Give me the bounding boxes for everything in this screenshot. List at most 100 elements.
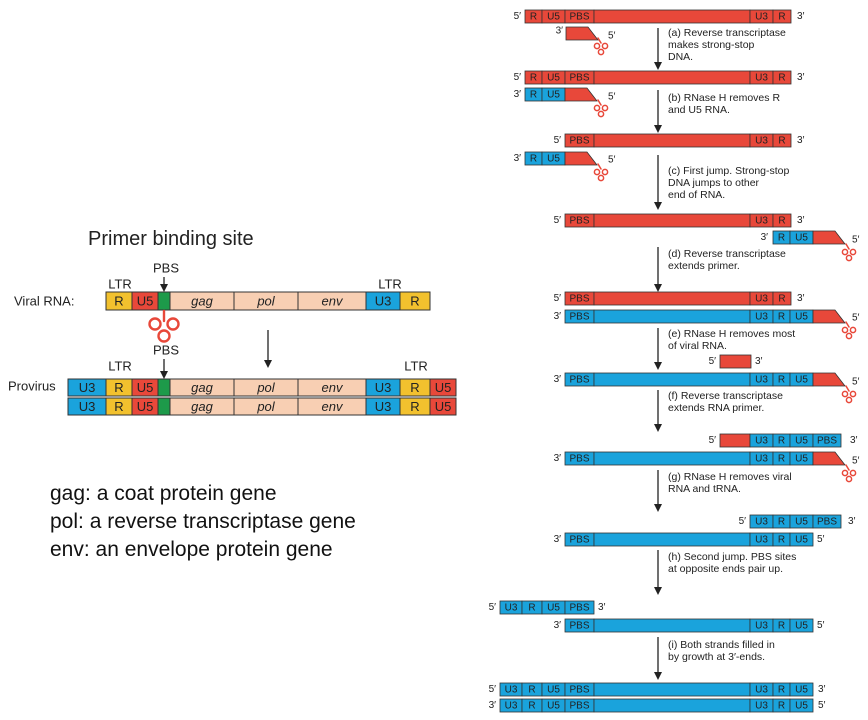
viral-rna-segment: U3 [365, 291, 401, 311]
provirus-segment: R [399, 397, 431, 416]
segment-label: PBS [569, 73, 589, 84]
legend-env: env: an envelope protein gene [50, 538, 333, 561]
segment-label: R [778, 701, 785, 712]
primer-binding-site-title: Primer binding site [88, 228, 254, 250]
provirus-segment: pol [233, 397, 299, 416]
strand-segment: R [772, 9, 792, 24]
strand-segment [593, 213, 751, 228]
step-text: (g) RNase H removes viral [668, 471, 792, 483]
ltr-label: LTR [378, 277, 402, 292]
viral-rna-segment: U5 [131, 291, 159, 311]
provirus-segment: env [297, 397, 367, 416]
strand-segment: PBS [564, 70, 595, 85]
provirus-segment [157, 378, 171, 397]
trna-icon [841, 243, 857, 262]
strand-segment: R [772, 70, 792, 85]
segment-label: R [778, 12, 785, 23]
strand-segment [593, 133, 751, 148]
segment-label: PBS [569, 12, 589, 23]
segment-label: PBS [569, 535, 589, 546]
segment-label: R [528, 685, 535, 696]
segment-label: U3 [755, 312, 768, 323]
segment-label: PBS [569, 375, 589, 386]
strand-segment: PBS [564, 451, 595, 466]
trna-icon [593, 37, 609, 56]
provirus-segment: R [399, 378, 431, 397]
trna-tail [812, 309, 846, 324]
strand-segment: PBS [812, 514, 842, 529]
segment-label: U3 [375, 380, 392, 395]
strand-segment: U3 [499, 600, 523, 615]
segment-label: gag [191, 380, 213, 395]
strand-segment: R [524, 151, 543, 166]
end-label: 5′ [852, 235, 860, 246]
strand-segment [593, 372, 751, 387]
strand-segment [719, 433, 751, 448]
viral-rna-segment: pol [233, 291, 299, 311]
strand-segment: R [521, 698, 543, 713]
segment-label: PBS [569, 685, 589, 696]
segment-label: PBS [569, 454, 589, 465]
segment-label: PBS [569, 312, 589, 323]
segment-label: U3 [505, 603, 518, 614]
segment-label: U3 [755, 12, 768, 23]
ltr-label: LTR [108, 277, 132, 292]
strand-segment: PBS [564, 9, 595, 24]
end-label: 5′ [608, 92, 616, 103]
segment-label: PBS [817, 436, 837, 447]
ltr-label: LTR [108, 359, 132, 374]
segment-label: R [778, 685, 785, 696]
strand-segment: PBS [564, 309, 595, 324]
step-text: DNA jumps to other [668, 177, 760, 189]
strand-segment: U3 [749, 618, 774, 633]
provirus-segment: env [297, 378, 367, 397]
end-label: 3′ [761, 232, 769, 243]
end-label: 3′ [554, 374, 562, 385]
strand-segment [719, 354, 752, 369]
segment-label: R [778, 233, 785, 244]
segment-label: U3 [505, 701, 518, 712]
end-label: 3′ [797, 11, 805, 22]
strand-segment: U5 [541, 698, 566, 713]
provirus-segment: gag [169, 378, 235, 397]
strand-segment: U3 [749, 9, 774, 24]
segment-label: R [530, 154, 537, 165]
strand-segment: R [521, 600, 543, 615]
step-text: RNA and tRNA. [668, 483, 741, 495]
end-label: 3′ [514, 89, 522, 100]
segment-label: R [778, 73, 785, 84]
end-label: 3′ [797, 72, 805, 83]
strand-segment: R [772, 451, 791, 466]
end-label: 3′ [554, 620, 562, 631]
strand-segment: PBS [564, 213, 595, 228]
trna-tail [565, 26, 599, 41]
segment-label: U5 [795, 685, 808, 696]
viral-rna-segment: R [105, 291, 133, 311]
arrow-down-icon [654, 155, 662, 210]
segment-label: pol [256, 399, 275, 414]
segment-label: U5 [137, 294, 154, 309]
strand-segment [593, 451, 751, 466]
segment-label: U3 [755, 375, 768, 386]
segment-label: PBS [569, 621, 589, 632]
strand-segment: U3 [749, 682, 774, 697]
segment-label: R [410, 380, 419, 395]
step-text: (e) RNase H removes most [668, 328, 795, 340]
segment-label: gag [191, 294, 213, 309]
strand-segment: R [772, 532, 791, 547]
strand-segment: U3 [749, 372, 774, 387]
segment-label: R [778, 294, 785, 305]
segment-label: gag [191, 399, 213, 414]
